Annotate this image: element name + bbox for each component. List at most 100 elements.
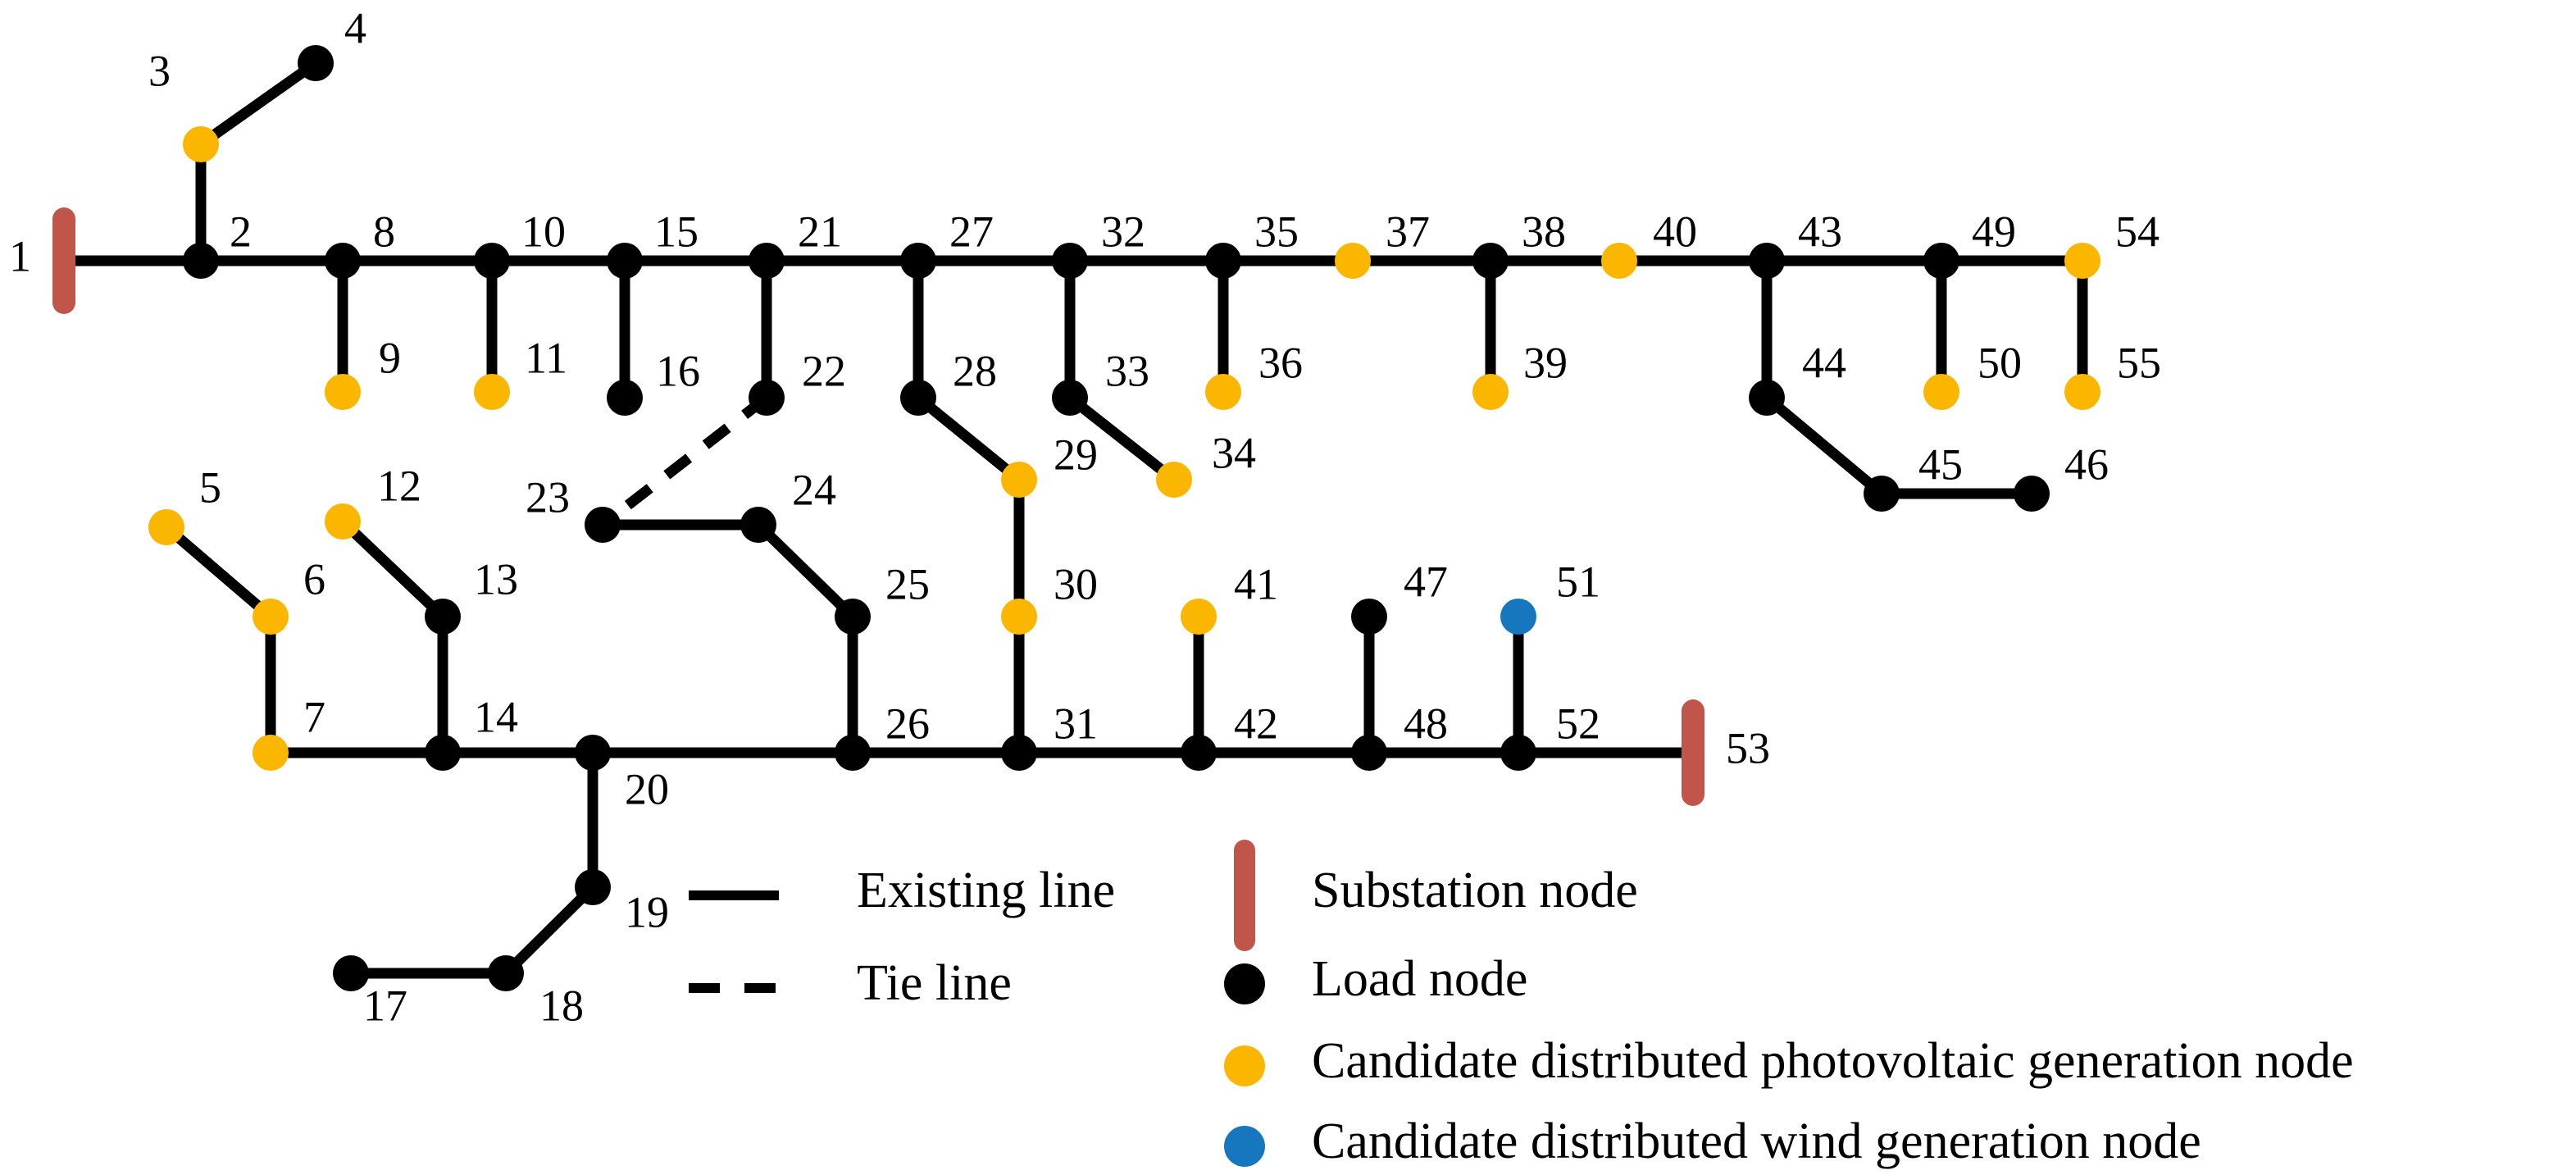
existing-line-edge: [1763, 394, 1886, 498]
node-number-label: 53: [1726, 723, 1770, 772]
load-node[interactable]: [575, 869, 611, 905]
load-node[interactable]: [607, 380, 643, 416]
load-node[interactable]: [585, 507, 621, 543]
load-node[interactable]: [1181, 735, 1217, 771]
node-number-label: 35: [1254, 207, 1299, 256]
pv-candidate-node[interactable]: [2064, 243, 2100, 279]
wind-candidate-node[interactable]: [1500, 599, 1536, 635]
load-node[interactable]: [1749, 243, 1785, 279]
node-number-label: 29: [1054, 430, 1098, 479]
substation-node[interactable]: [52, 207, 75, 314]
load-node[interactable]: [607, 243, 643, 279]
node-number-label: 48: [1404, 699, 1448, 748]
node-number-label: 45: [1918, 439, 1963, 489]
yellow-dot-icon: [1224, 1045, 1265, 1086]
legend-label: Candidate distributed photovoltaic gener…: [1312, 1033, 2354, 1089]
pv-candidate-node[interactable]: [1001, 599, 1037, 635]
node-number-label: 46: [2064, 439, 2109, 489]
load-node[interactable]: [575, 735, 611, 771]
pv-candidate-node[interactable]: [1001, 462, 1037, 498]
load-node[interactable]: [488, 955, 524, 991]
existing-line-edge: [339, 517, 447, 621]
node-number-label: 43: [1798, 207, 1842, 256]
node-number-label: 11: [525, 333, 567, 382]
load-node[interactable]: [325, 243, 361, 279]
node-number-label: 50: [1978, 338, 2022, 387]
node-number-label: 52: [1556, 699, 1600, 748]
node-number-label: 7: [303, 692, 325, 741]
load-node[interactable]: [749, 380, 785, 416]
pv-candidate-node[interactable]: [325, 503, 361, 540]
node-number-label: 44: [1802, 338, 1846, 387]
node-number-label: 3: [148, 46, 171, 95]
legend-item-load-node: Load node: [1224, 951, 1527, 1007]
load-node[interactable]: [1749, 380, 1785, 416]
load-node[interactable]: [298, 45, 334, 81]
black-dot-icon: [1224, 963, 1265, 1004]
node-number-label: 38: [1522, 207, 1566, 256]
load-node[interactable]: [1052, 380, 1088, 416]
load-node[interactable]: [1864, 476, 1900, 512]
pv-candidate-node[interactable]: [1335, 243, 1371, 279]
pv-candidate-node[interactable]: [1156, 462, 1192, 498]
load-node[interactable]: [900, 243, 936, 279]
pv-candidate-node[interactable]: [1181, 599, 1217, 635]
load-node[interactable]: [835, 735, 871, 771]
node-number-label: 9: [379, 333, 401, 382]
load-node[interactable]: [183, 243, 219, 279]
pv-candidate-node[interactable]: [1923, 374, 1959, 410]
legend-item-pv-node: Candidate distributed photovoltaic gener…: [1224, 1033, 2354, 1089]
node-number-label: 39: [1523, 338, 1568, 387]
pv-candidate-node[interactable]: [474, 374, 510, 410]
node-number-label: 8: [373, 207, 395, 256]
node-number-label: 18: [539, 981, 584, 1030]
load-node[interactable]: [1205, 243, 1241, 279]
substation-node[interactable]: [1682, 699, 1704, 806]
pv-candidate-node[interactable]: [325, 374, 361, 410]
node-number-label: 31: [1054, 699, 1098, 748]
load-node[interactable]: [425, 599, 461, 635]
load-node[interactable]: [2014, 476, 2050, 512]
node-number-label: 22: [802, 346, 846, 395]
legend-item-substation: Substation node: [1234, 840, 1638, 951]
node-number-label: 10: [521, 207, 566, 256]
pv-candidate-node[interactable]: [183, 126, 219, 162]
load-node[interactable]: [835, 599, 871, 635]
load-node[interactable]: [474, 243, 510, 279]
existing-line-edge: [198, 58, 319, 149]
node-number-label: 28: [953, 346, 997, 395]
pv-candidate-node[interactable]: [1601, 243, 1637, 279]
load-node[interactable]: [425, 735, 461, 771]
load-node[interactable]: [1351, 735, 1387, 771]
pv-candidate-node[interactable]: [1472, 374, 1509, 410]
pv-candidate-node[interactable]: [1205, 374, 1241, 410]
existing-line-edge: [754, 521, 857, 621]
node-number-label: 37: [1386, 207, 1430, 256]
legend-label: Existing line: [857, 863, 1115, 918]
node-number-label: 16: [656, 346, 700, 395]
pv-candidate-node[interactable]: [253, 735, 289, 771]
load-node[interactable]: [740, 507, 776, 543]
pv-candidate-node[interactable]: [2064, 374, 2100, 410]
legend-item-existing-line: Existing line: [689, 863, 1115, 918]
load-node[interactable]: [749, 243, 785, 279]
node-number-label: 40: [1653, 207, 1697, 256]
pv-candidate-node[interactable]: [148, 509, 184, 545]
node-number-label: 47: [1404, 557, 1448, 606]
node-number-label: 12: [377, 461, 421, 510]
node-number-label: 25: [885, 559, 930, 608]
node-number-label: 15: [654, 207, 699, 256]
load-node[interactable]: [1351, 599, 1387, 635]
load-node[interactable]: [1052, 243, 1088, 279]
load-node[interactable]: [1472, 243, 1509, 279]
load-node[interactable]: [333, 955, 369, 991]
load-node[interactable]: [900, 380, 936, 416]
node-number-label: 2: [230, 207, 252, 256]
load-node[interactable]: [1500, 735, 1536, 771]
pv-candidate-node[interactable]: [253, 599, 289, 635]
legend-item-wind-node: Candidate distributed wind generation no…: [1224, 1114, 2201, 1169]
load-node[interactable]: [1001, 735, 1037, 771]
load-node[interactable]: [1923, 243, 1959, 279]
node-number-label: 54: [2115, 207, 2160, 256]
